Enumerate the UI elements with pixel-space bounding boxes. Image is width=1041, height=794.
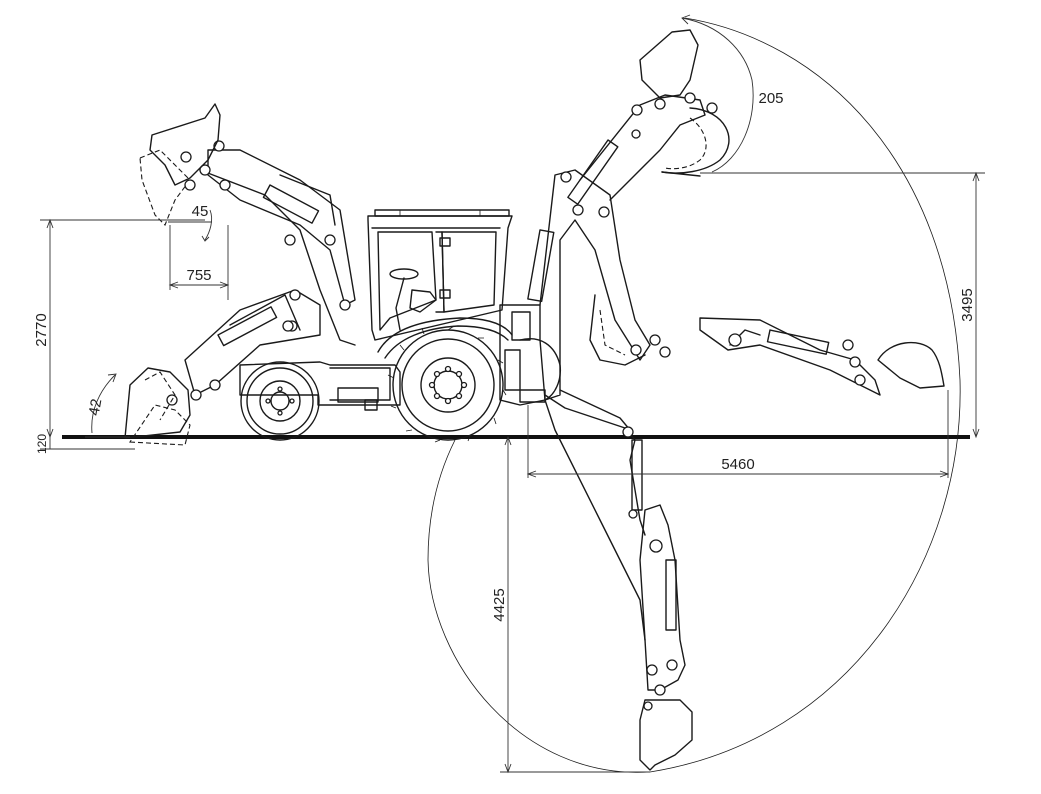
dimension-rollback-angle: 42 [85, 373, 130, 438]
dimension-loader-dump-height: 2770 [33, 218, 205, 439]
dimension-label-205: 205 [758, 90, 783, 107]
dimension-loader-dump-angle: 45 [168, 203, 213, 242]
loader-arm-raised [139, 103, 356, 346]
front-wheel [240, 361, 320, 441]
dimension-label-4425: 4425 [491, 588, 508, 621]
dimension-backhoe-digging-depth: 4425 [491, 435, 650, 774]
dimension-label-120: 120 [35, 434, 49, 454]
dimension-backhoe-loading-height: 3495 [700, 171, 985, 439]
loader-arm-lowered [124, 289, 321, 446]
dimension-label-42: 42 [86, 398, 106, 417]
backhoe-dig-position [544, 389, 693, 771]
dimension-label-755: 755 [186, 267, 211, 284]
dimension-label-3495: 3495 [959, 288, 976, 321]
backhoe-reach-arc [427, 17, 961, 773]
dimension-label-5460: 5460 [721, 456, 754, 473]
backhoe-high-position [527, 29, 730, 401]
dimension-digging-depth-below-ground: 120 [35, 434, 135, 454]
operator-cab [367, 209, 513, 341]
dimension-backhoe-bucket-rotation: 205 [681, 14, 784, 173]
dimension-loader-reach: 755 [168, 225, 230, 300]
dimension-label-45: 45 [192, 203, 209, 220]
dimension-label-2770: 2770 [33, 313, 50, 346]
rear-wheel [387, 325, 507, 443]
dimension-backhoe-reach: 5460 [526, 390, 950, 478]
backhoe-extended-position [699, 317, 945, 396]
